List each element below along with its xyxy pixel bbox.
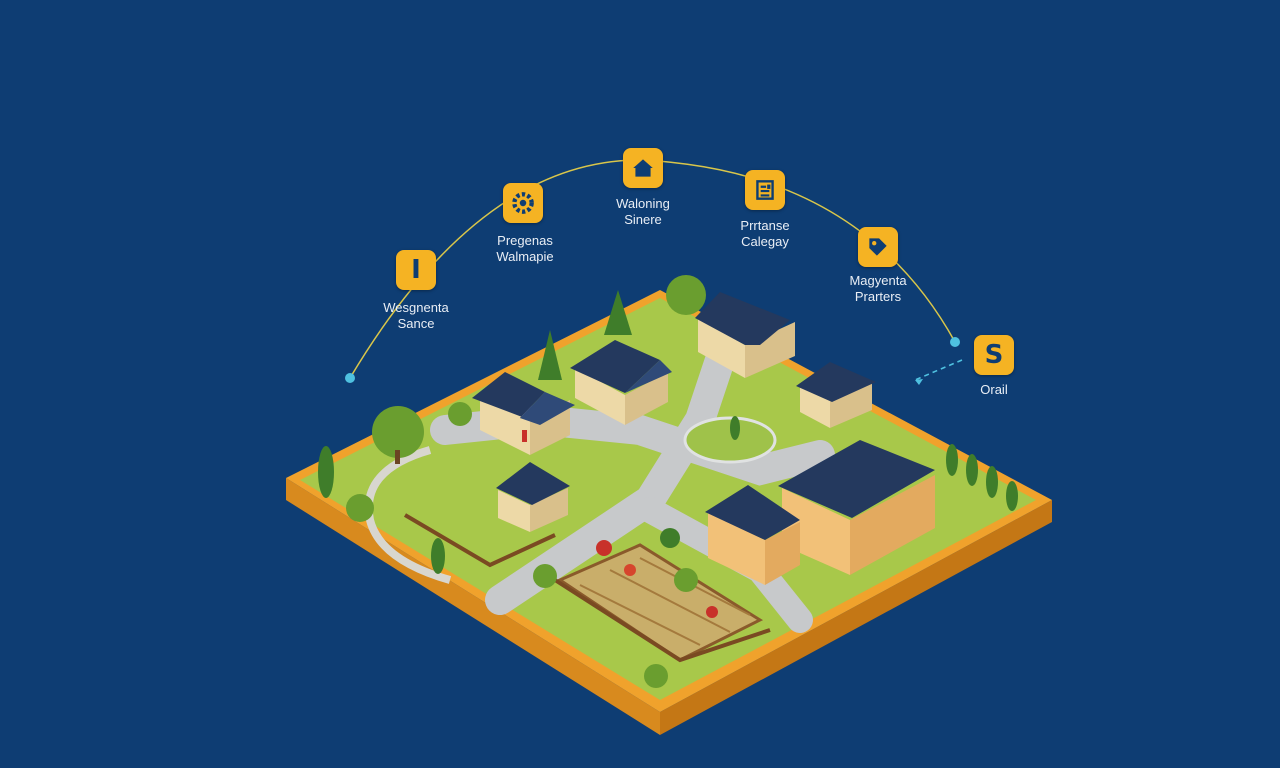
node-label: Waloning Sinere: [578, 196, 708, 228]
house: [695, 292, 795, 378]
flower-bed: [624, 564, 636, 576]
fence: [403, 513, 556, 568]
house: [796, 362, 876, 428]
arc-end-dot: [950, 337, 960, 347]
fence: [553, 578, 771, 663]
node-label-line: Wesgnenta: [383, 300, 449, 315]
flower-bed: [596, 540, 612, 556]
node-label-line: Sance: [397, 316, 435, 331]
node-label-line: Sinere: [624, 212, 662, 227]
house-icon-button[interactable]: [623, 148, 663, 188]
node-label: Magyenta Prarters: [813, 273, 943, 305]
letter-i-icon-button[interactable]: I: [396, 250, 436, 290]
node-label-line: Magyenta: [849, 273, 907, 288]
node-label: Orail: [929, 382, 1059, 398]
node-label-line: Pregenas: [497, 233, 553, 248]
node-label: Wesgnenta Sance: [351, 300, 481, 332]
house: [496, 462, 570, 532]
letter-s-icon-button[interactable]: S: [974, 335, 1014, 375]
letter-s-icon: S: [984, 340, 1004, 370]
tree: [1006, 481, 1018, 511]
node-label-line: Prrtanse: [740, 218, 790, 233]
gear-icon-button[interactable]: [503, 183, 543, 223]
tree: [448, 402, 472, 426]
tree: [986, 466, 998, 498]
dashed-arrow: [914, 359, 963, 381]
tree: [666, 275, 706, 315]
document-icon-button[interactable]: [745, 170, 785, 210]
tag-icon-button[interactable]: [858, 227, 898, 267]
tag-icon: [869, 238, 887, 256]
arc-start-dot: [345, 373, 355, 383]
tree: [660, 528, 680, 548]
house-icon: [633, 159, 653, 177]
tree: [318, 446, 334, 498]
node-label-line: Walmapie: [496, 249, 554, 264]
node-label-line: Waloning: [616, 196, 670, 211]
tree: [604, 290, 632, 335]
node-label-line: Orail: [980, 382, 1008, 397]
tree: [533, 564, 557, 588]
tree: [372, 406, 424, 464]
node-label: Prrtanse Calegay: [700, 218, 830, 250]
tree: [674, 568, 698, 592]
tree: [431, 538, 445, 574]
gear-icon: [512, 192, 534, 214]
tree: [946, 444, 958, 476]
tree: [538, 330, 562, 380]
letter-i-icon: I: [411, 255, 421, 285]
house: [570, 340, 672, 425]
document-icon: [756, 180, 774, 200]
tree: [644, 664, 668, 688]
footpath: [364, 446, 452, 584]
node-label-line: Calegay: [741, 234, 789, 249]
node-label-line: Prarters: [854, 289, 902, 304]
apartment-building: [705, 440, 935, 585]
tree: [346, 494, 374, 522]
tree: [966, 454, 978, 486]
house: [472, 372, 575, 455]
tree: [730, 416, 740, 440]
node-label: Pregenas Walmapie: [460, 233, 590, 265]
platform-right-side: [660, 500, 1052, 735]
roundabout: [683, 416, 777, 464]
flower-bed: [706, 606, 718, 618]
